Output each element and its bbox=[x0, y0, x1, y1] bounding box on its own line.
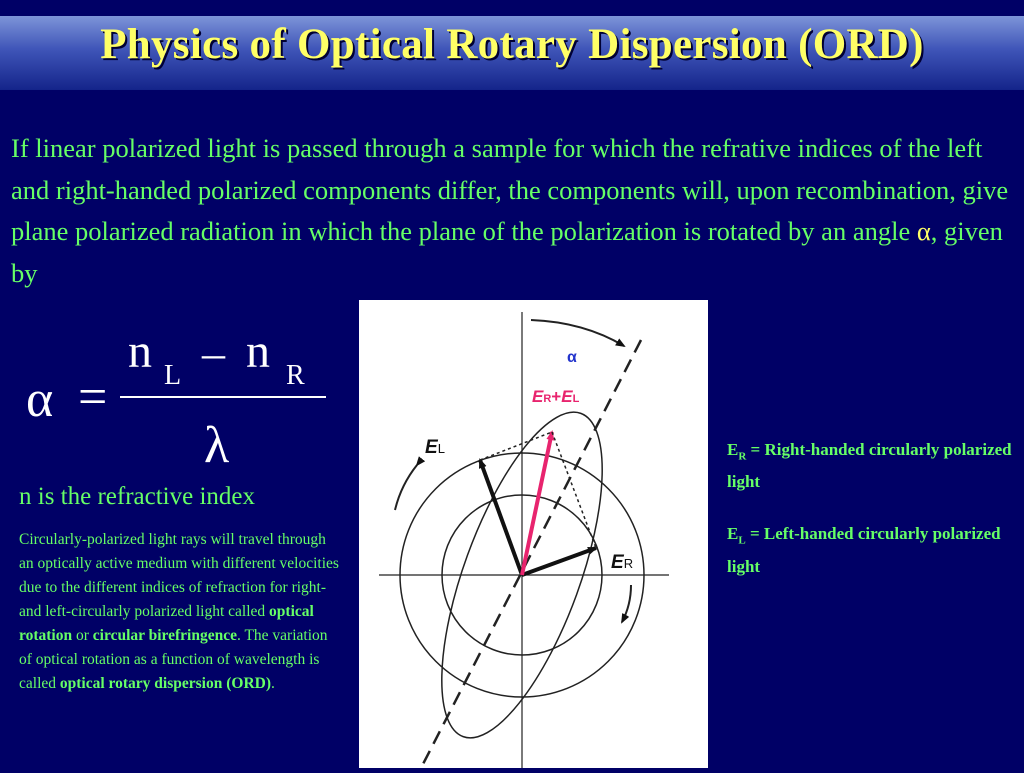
legend-right-handed: ER = Right-handed circularly polarized l… bbox=[727, 437, 1022, 495]
EL-vector bbox=[478, 458, 524, 576]
ER-vector bbox=[521, 546, 598, 577]
formula-lambda: λ bbox=[204, 417, 230, 474]
legend-l-letter: E bbox=[727, 524, 739, 544]
polarization-diagram: α ER+EL EL ER bbox=[359, 300, 708, 769]
polarization-ellipse bbox=[441, 411, 603, 739]
refractive-index-note: n is the refractive index bbox=[19, 483, 256, 510]
legend-l-text: = Left-handed circularly polarized light bbox=[727, 524, 1001, 576]
formula-alpha: α bbox=[26, 371, 54, 428]
description-paragraph: Circularly-polarized light rays will tra… bbox=[19, 528, 339, 696]
outer-circle bbox=[399, 452, 645, 698]
legend-l-sub: L bbox=[738, 534, 746, 547]
ER-label: ER bbox=[611, 552, 633, 573]
desc-text-3: . The variation of optical rotation as a… bbox=[19, 627, 328, 692]
formula-n-left: n bbox=[128, 325, 152, 378]
formula-sub-right: R bbox=[286, 360, 305, 391]
left-rotation-arrow bbox=[394, 456, 426, 511]
slide-title: Physics of Optical Rotary Dispersion (OR… bbox=[100, 21, 924, 68]
alpha-arc bbox=[530, 319, 626, 348]
formula-fraction-bar bbox=[120, 396, 326, 398]
desc-bold-circular-birefringence: circular birefringence bbox=[92, 627, 237, 644]
legend-r-letter: E bbox=[727, 440, 739, 459]
formula-n-right: n bbox=[246, 325, 270, 378]
dotted-guide-2 bbox=[551, 431, 597, 549]
formula-minus: – bbox=[202, 327, 225, 378]
intro-tail: , given by bbox=[11, 216, 1003, 288]
sum-label: ER+EL bbox=[532, 387, 580, 406]
dotted-guide-1 bbox=[479, 431, 553, 461]
formula-sub-left: L bbox=[164, 360, 182, 391]
EL-label: EL bbox=[425, 437, 445, 458]
desc-text-2: or bbox=[72, 627, 93, 644]
inner-circle bbox=[441, 494, 603, 656]
alpha-label: α bbox=[567, 349, 577, 366]
formula-equals: = bbox=[78, 369, 108, 426]
rotated-plane-line bbox=[419, 339, 643, 769]
intro-paragraph: If linear polarized light is passed thro… bbox=[11, 128, 1011, 294]
desc-text-4: . bbox=[271, 675, 275, 692]
legend-r-sub: R bbox=[738, 450, 747, 463]
legend-left-handed: EL = Left-handed circularly polarized li… bbox=[727, 521, 1022, 579]
intro-text: If linear polarized light is passed thro… bbox=[11, 133, 1009, 246]
legend: ER = Right-handed circularly polarized l… bbox=[727, 437, 1022, 580]
ord-formula: α = n L – n R λ bbox=[14, 325, 344, 480]
desc-text-1: Circularly-polarized light rays will tra… bbox=[19, 531, 339, 620]
title-bar bbox=[0, 16, 1024, 90]
resultant-vector bbox=[520, 430, 555, 576]
desc-bold-ord: optical rotary dispersion (ORD) bbox=[59, 675, 271, 692]
right-rotation-arrow bbox=[621, 584, 632, 624]
desc-bold-optical-rotation: optical rotation bbox=[19, 603, 314, 644]
intro-alpha: α bbox=[916, 216, 931, 246]
legend-r-text: = Right-handed circularly polarized ligh… bbox=[727, 440, 1012, 492]
polarization-diagram-svg: α ER+EL EL ER bbox=[379, 312, 669, 769]
